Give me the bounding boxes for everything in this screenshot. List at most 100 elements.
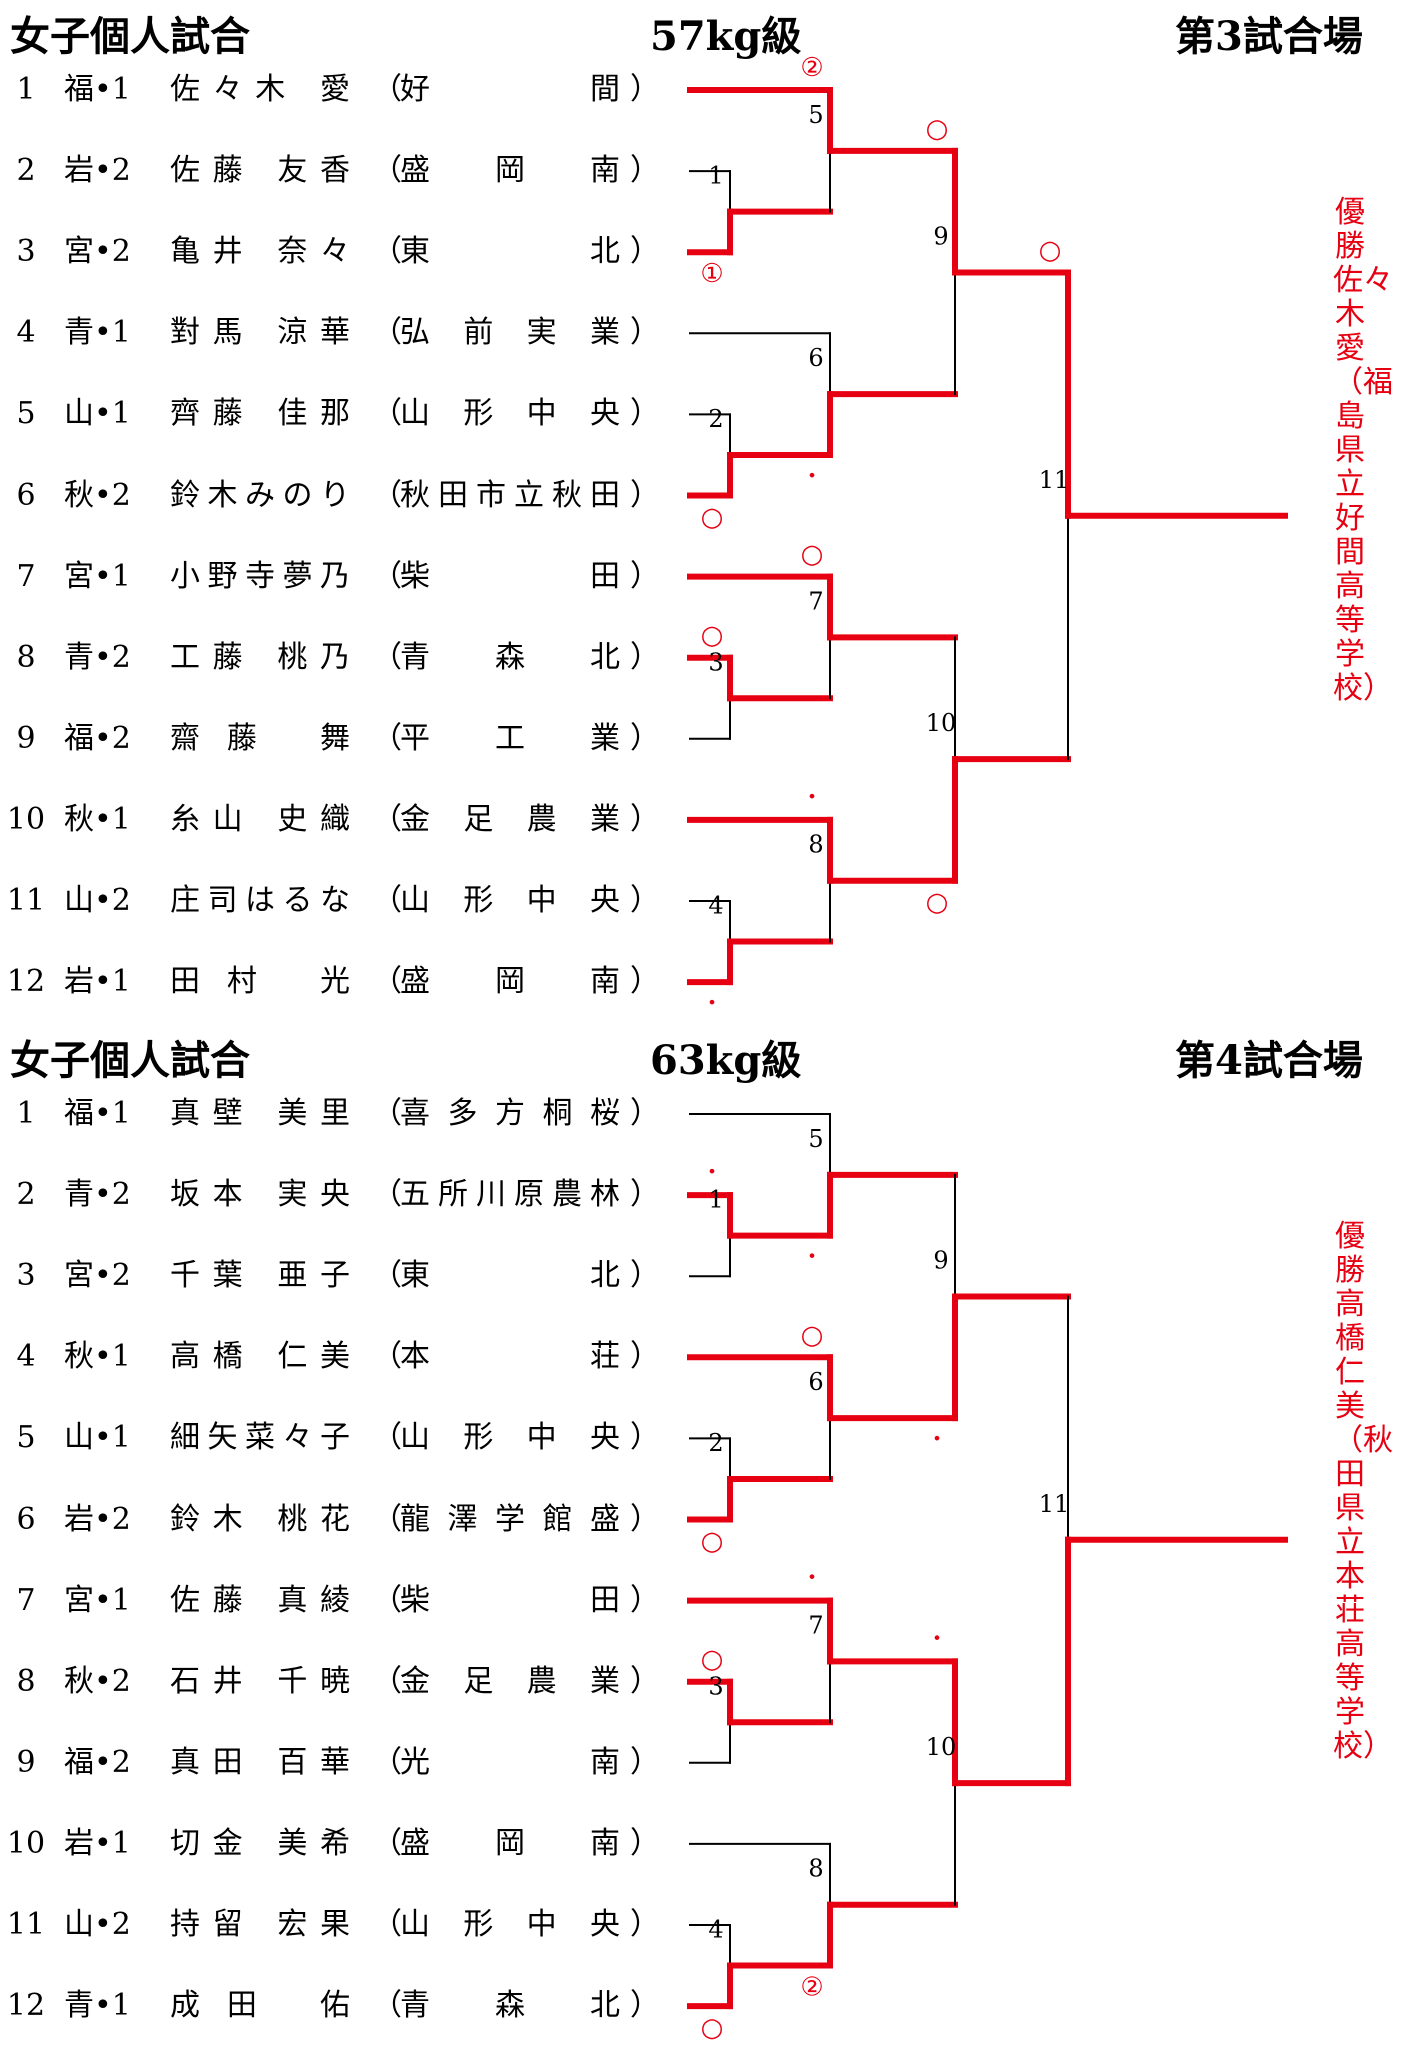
open-paren: （ [372,964,402,1000]
player-name: 工藤 桃乃 [170,639,350,675]
match-number: 10 [926,709,957,737]
close-paren: ） [630,1988,660,2024]
match-number: 3 [708,1672,723,1700]
win-mark: ○ [701,2013,724,2043]
prefecture-grade: 宮•1 [64,558,131,594]
seed-number: 2 [16,1177,36,1213]
player-name: 千葉 亜子 [170,1258,350,1294]
seed-number: 10 [6,1825,46,1861]
seed-number: 5 [16,396,36,432]
player-name: 齊藤 佳那 [170,396,350,432]
seed-number: 1 [16,1096,36,1131]
school-name: 東北 [400,1258,620,1294]
win-mark: ① [700,259,723,289]
open-paren: （ [372,1339,402,1375]
win-mark: ○ [926,888,949,918]
win-mark: ○ [801,540,824,570]
open-paren: （ [372,639,402,675]
win-mark: ・ [801,1245,823,1270]
prefecture-grade: 秋•1 [64,801,131,837]
close-paren: ） [630,964,660,1000]
player-name: 真田 百華 [170,1744,350,1780]
school-name: 金足農業 [400,801,620,837]
win-mark: ・ [801,464,823,489]
seed-number: 4 [16,1339,36,1375]
match-number: 6 [808,344,823,372]
school-name: 金足農業 [400,1663,620,1699]
prefecture-grade: 宮•2 [64,234,131,270]
seed-number: 10 [6,801,46,837]
seed-number: 8 [16,639,36,675]
open-paren: （ [372,558,402,594]
prefecture-grade: 青•2 [64,639,131,675]
open-paren: （ [372,477,402,513]
match-number: 8 [808,1855,823,1883]
player-name: 庄司はるな [170,883,350,918]
school-name: 盛岡南 [400,153,620,189]
prefecture-grade: 福•1 [64,72,131,107]
win-mark: ○ [701,503,724,533]
seed-number: 11 [6,1907,46,1942]
seed-number: 7 [16,558,36,594]
win-mark: ② [800,1973,823,2003]
win-mark: ・ [801,1566,823,1591]
prefecture-grade: 福•2 [64,720,131,756]
match-number: 4 [708,1916,723,1944]
match-number: 7 [808,587,823,615]
seed-number: 5 [16,1420,36,1456]
close-paren: ） [630,1663,660,1699]
champion-label: 優勝 高橋 仁美（秋田県立本荘高等学校） [1333,1219,1395,1764]
player-name: 小野寺夢乃 [170,558,350,594]
player-name: 鈴木 桃花 [170,1501,350,1537]
event-title: 女子個人試合 [10,1037,250,1084]
match-number: 7 [808,1611,823,1639]
close-paren: ） [630,1420,660,1456]
win-mark: ○ [701,1645,724,1675]
prefecture-grade: 岩•2 [64,153,131,189]
school-name: 盛岡南 [400,1825,620,1861]
match-number: 1 [708,162,723,190]
player-name: 真壁 美里 [170,1096,350,1131]
school-name: 山形中央 [400,396,620,432]
match-number: 8 [808,831,823,859]
close-paren: ） [630,1096,660,1131]
player-name: 對馬 涼華 [170,315,350,351]
win-mark: ② [800,53,823,83]
prefecture-grade: 青•1 [64,1988,131,2024]
open-paren: （ [372,1582,402,1618]
school-name: 平工業 [400,720,620,756]
match-number: 11 [1039,466,1070,494]
seed-number: 11 [6,883,46,918]
prefecture-grade: 山•1 [64,396,131,432]
prefecture-grade: 秋•1 [64,1339,131,1375]
close-paren: ） [630,153,660,189]
player-name: 亀井 奈々 [170,234,350,270]
school-name: 山形中央 [400,883,620,918]
open-paren: （ [372,801,402,837]
open-paren: （ [372,153,402,189]
open-paren: （ [372,1420,402,1456]
player-name: 佐藤 友香 [170,153,350,189]
win-mark: ・ [801,785,823,810]
match-number: 1 [708,1186,723,1214]
close-paren: ） [630,1258,660,1294]
seed-number: 3 [16,234,36,270]
win-mark: ・ [701,992,723,1017]
match-number: 9 [933,1246,948,1274]
win-mark: ・ [926,1428,948,1453]
win-mark: ○ [1039,235,1062,265]
prefecture-grade: 福•2 [64,1744,131,1780]
win-mark: ○ [801,1320,824,1350]
close-paren: ） [630,1339,660,1375]
close-paren: ） [630,477,660,513]
school-name: 弘前実業 [400,315,620,351]
match-number: 11 [1039,1490,1070,1518]
prefecture-grade: 岩•2 [64,1501,131,1537]
match-number: 4 [708,892,723,920]
prefecture-grade: 山•1 [64,1420,131,1456]
match-number: 5 [808,1125,823,1153]
seed-number: 3 [16,1258,36,1294]
school-name: 本荘 [400,1339,620,1375]
close-paren: ） [630,72,660,107]
